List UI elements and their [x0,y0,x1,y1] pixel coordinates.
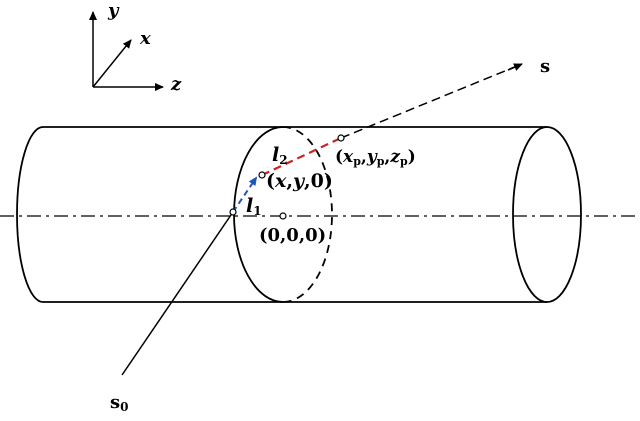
cylinder [16,126,582,303]
point-exit [337,134,345,142]
label-point-p: (xp,yp,zp) [335,147,416,168]
path-l1 [232,176,258,213]
axes-group: y x z [89,0,182,95]
point-xy0 [258,171,266,179]
y-axis-label: y [107,0,120,21]
x-axis-label: x [139,28,151,49]
cylinder-left-end [16,126,44,303]
x-axis [92,39,132,88]
ray [121,63,523,376]
z-axis-label: z [170,74,182,95]
point-entry [229,208,237,216]
label-l1: l1 [246,195,262,218]
label-origin: (0,0,0) [259,225,326,246]
label-point-xy0: (x,y,0) [266,170,333,192]
path-l2 [261,137,342,176]
incoming-ray [121,211,234,376]
point-origin [279,212,287,220]
outgoing-arrow-tip [507,63,523,71]
label-s0: s0 [110,392,129,414]
cylinder-right-end [512,126,582,303]
points [229,134,345,220]
cross-section-back [282,126,333,303]
label-l2: l2 [272,144,288,167]
outgoing-ray [340,63,523,139]
label-s: s [540,56,550,77]
